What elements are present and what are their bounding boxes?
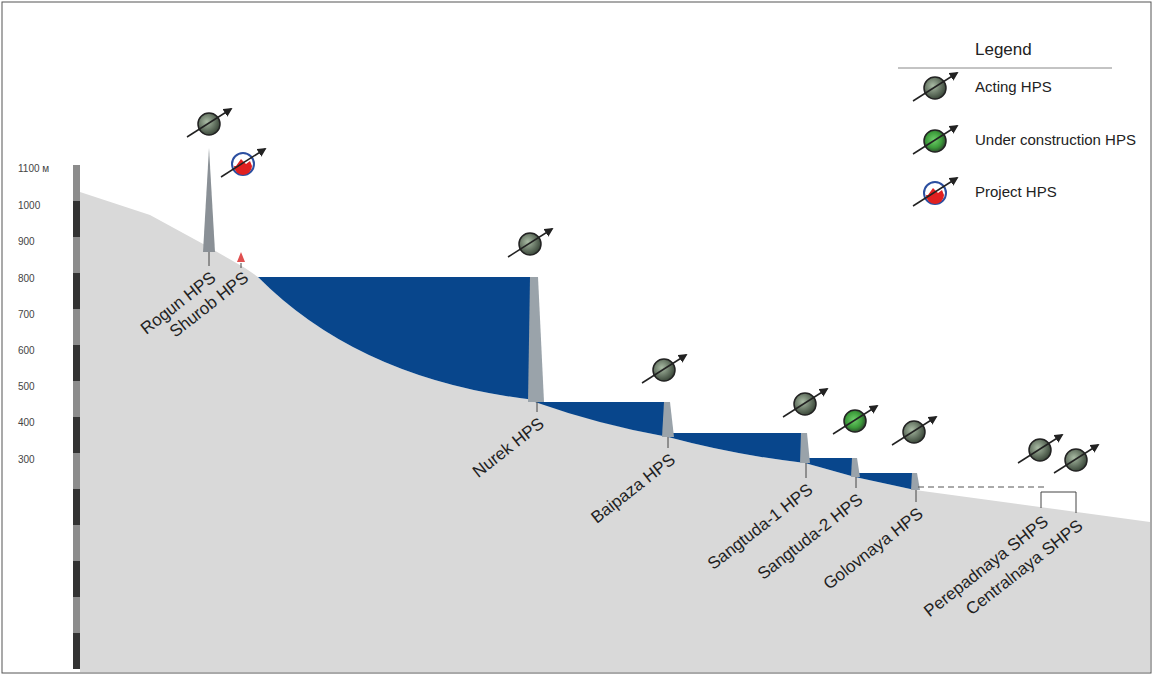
canal: [918, 487, 1045, 488]
legend-text: Under construction HPS: [975, 131, 1136, 148]
axis-segment: [73, 381, 80, 417]
dam: [662, 402, 674, 437]
station-icon: [783, 389, 827, 417]
station-icon: [221, 149, 265, 177]
sangtuda1-reservoir: [668, 433, 805, 463]
legend-title: Legend: [975, 40, 1032, 60]
sangtuda2-reservoir: [805, 458, 855, 477]
legend-icon: [913, 73, 957, 101]
axis-segment: [73, 417, 80, 453]
axis-tick-label: 600: [18, 345, 35, 356]
axis-segment: [73, 489, 80, 525]
axis-segment: [73, 237, 80, 273]
baipaza-reservoir: [535, 402, 668, 437]
nurek-reservoir: [258, 277, 535, 400]
station-icons: [187, 109, 1098, 473]
axis-tick-label: 400: [18, 417, 35, 428]
legend-icon: [913, 178, 957, 206]
station-icon: [187, 109, 231, 137]
axis-tick-label: 500: [18, 381, 35, 392]
legend-text: Project HPS: [975, 183, 1057, 200]
shurob-dam: [237, 252, 245, 262]
axis-segment: [73, 273, 80, 309]
rogun-dam: [203, 148, 215, 252]
legend-icon: [913, 126, 957, 154]
axis-tick-label: 800: [18, 273, 35, 284]
station-icon: [508, 229, 552, 257]
axis-segment: [73, 561, 80, 597]
station-icon: [1054, 445, 1098, 473]
legend-rule: [898, 68, 1112, 69]
station-icon: [1018, 435, 1062, 463]
golovnaya-reservoir: [855, 473, 915, 490]
axis-tick-label: 900: [18, 236, 35, 247]
axis-segment: [73, 453, 80, 489]
axis-segment: [73, 345, 80, 381]
station-icon: [833, 406, 877, 434]
legend-text: Acting HPS: [975, 78, 1052, 95]
axis-segment: [73, 525, 80, 561]
dam: [800, 433, 810, 463]
axis-segment: [73, 633, 80, 669]
legend-icons: [913, 73, 957, 206]
axis-tick-label: 1100 м: [18, 163, 49, 174]
dam: [528, 277, 544, 402]
elevation-axis: [73, 165, 80, 669]
axis-segment: [73, 165, 80, 201]
station-icon: [892, 417, 936, 445]
axis-segment: [73, 597, 80, 633]
axis-segment: [73, 201, 80, 237]
axis-tick-label: 300: [18, 454, 35, 465]
axis-tick-label: 1000: [18, 200, 40, 211]
station-icon: [642, 355, 686, 383]
terrain: [80, 192, 1150, 672]
axis-segment: [73, 309, 80, 345]
axis-tick-label: 700: [18, 309, 35, 320]
dam: [851, 458, 860, 477]
